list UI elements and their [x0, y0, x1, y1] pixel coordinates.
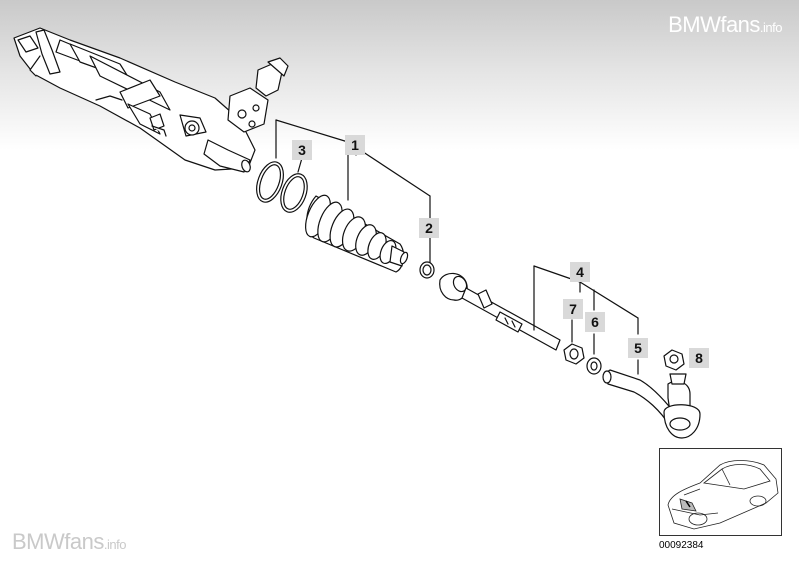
illustration-number: 00092384 [659, 540, 704, 551]
leader-item-4 [533, 265, 639, 375]
clamp-ring [280, 173, 308, 213]
o-ring-large [256, 161, 284, 203]
watermark-top-tld: .info [759, 20, 783, 35]
callout-7: 7 [563, 299, 583, 319]
car-outline-icon [667, 460, 779, 530]
callout-5: 5 [628, 338, 648, 358]
callout-1: 1 [345, 135, 365, 155]
boot-clip [419, 261, 435, 279]
watermark-bottom-brand: BMWfans [12, 529, 104, 554]
callout-3: 3 [292, 140, 312, 160]
inner-tie-rod [439, 272, 561, 351]
watermark-bottom-tld: .info [103, 537, 127, 552]
watermark-bottom: BMWfans.info [12, 529, 126, 555]
callout-2: 2 [419, 218, 439, 238]
outer-tie-rod-end [602, 369, 701, 439]
self-locking-nut [663, 349, 685, 371]
washer [586, 357, 602, 375]
watermark-top-brand: BMWfans [668, 12, 760, 37]
callout-6: 6 [585, 312, 605, 332]
callout-4: 4 [570, 262, 590, 282]
vehicle-thumbnail [659, 448, 782, 536]
bellows-boot [304, 194, 409, 273]
steering-rack-housing [13, 27, 289, 173]
lock-nut [563, 343, 585, 365]
watermark-top: BMWfans.info [668, 12, 782, 38]
callout-8: 8 [689, 348, 709, 368]
